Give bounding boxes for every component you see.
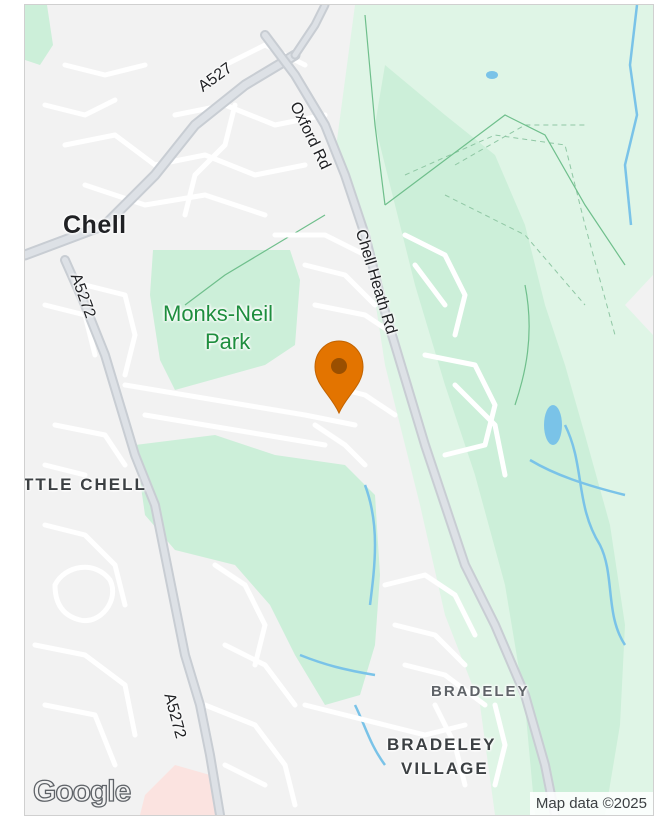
map-pin-icon	[314, 340, 364, 415]
pink-area	[140, 765, 220, 815]
place-label-bradeley-village-line2: VILLAGE	[401, 759, 489, 778]
park-label-monks-neil-line1: Monks-Neil	[163, 301, 274, 326]
place-label-little-chell: TTLE CHELL	[24, 475, 147, 494]
place-label-bradeley-village-line1: BRADELEY	[387, 735, 497, 754]
monks-neil-park-area	[150, 250, 300, 390]
water-features	[299, 5, 639, 766]
footpaths	[404, 124, 616, 336]
green-lines	[184, 14, 626, 406]
green-space-area	[135, 435, 380, 705]
place-label-chell: Chell	[63, 211, 127, 239]
map-canvas[interactable]	[25, 5, 653, 815]
map-viewport[interactable]: Chell TTLE CHELL BRADELEY BRADELEY VILLA…	[24, 4, 654, 816]
place-label-bradeley: BRADELEY	[431, 683, 530, 700]
google-logo: Google	[32, 774, 132, 808]
pond	[544, 405, 562, 445]
minor-streets	[32, 42, 508, 808]
park-label-monks-neil-line2: Park	[205, 329, 251, 354]
pond-small	[486, 71, 498, 79]
location-marker[interactable]	[314, 340, 364, 415]
green-space-area-left	[25, 5, 53, 65]
map-attribution[interactable]: Map data ©2025	[529, 792, 653, 815]
major-roads	[25, 5, 560, 815]
